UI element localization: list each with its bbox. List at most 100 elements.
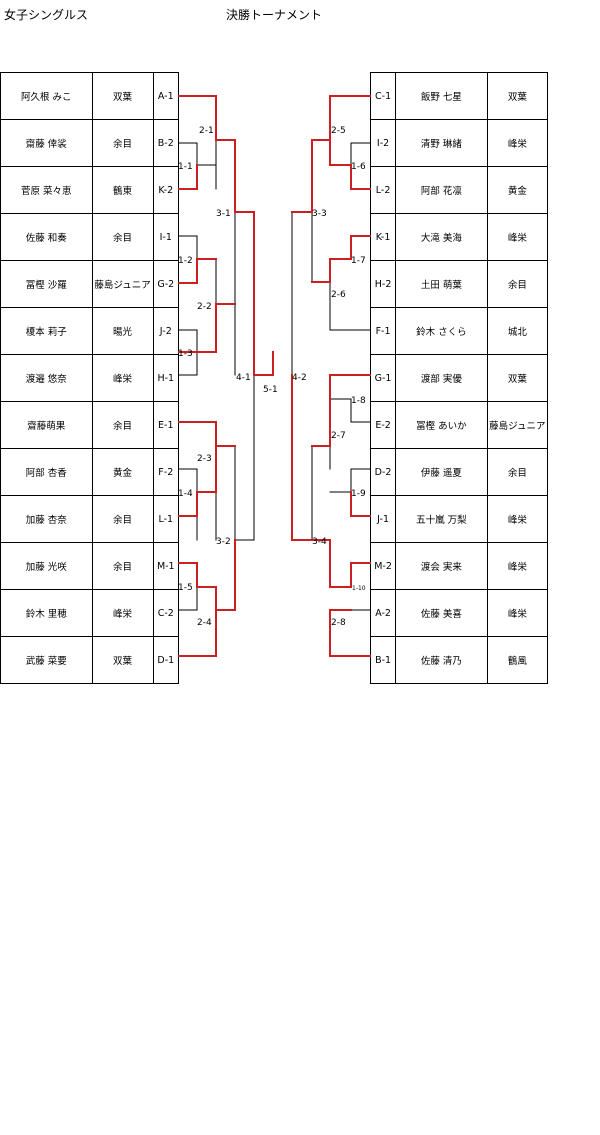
player-club: 峰栄 — [486, 589, 549, 637]
player-club: 余目 — [91, 401, 154, 449]
player-name: 渡邉 悠奈 — [0, 354, 93, 402]
match-label: 1-10 — [352, 585, 366, 592]
match-label: 1-6 — [351, 162, 366, 172]
player-seed: K-1 — [369, 213, 397, 261]
player-name: 齋藤萌果 — [0, 401, 93, 449]
player-name: 鈴木 里穂 — [0, 589, 93, 637]
player-club: 双葉 — [91, 636, 154, 684]
player-name: 加藤 光咲 — [0, 542, 93, 590]
player-club: 峰栄 — [486, 213, 549, 261]
player-name: 五十嵐 万梨 — [395, 495, 488, 543]
player-seed: M-1 — [152, 542, 180, 590]
player-name: 渡部 実優 — [395, 354, 488, 402]
player-seed: I-1 — [152, 213, 180, 261]
player-club: 鶴風 — [486, 636, 549, 684]
player-seed: L-1 — [152, 495, 180, 543]
match-label: 3-2 — [216, 537, 231, 547]
player-club: 双葉 — [486, 354, 549, 402]
player-club: 峰栄 — [486, 495, 549, 543]
player-seed: E-1 — [152, 401, 180, 449]
player-seed: M-2 — [369, 542, 397, 590]
match-label: 2-6 — [331, 290, 346, 300]
player-seed: G-1 — [369, 354, 397, 402]
player-club: 藤島ジュニア — [486, 401, 549, 449]
match-label: 4-2 — [292, 373, 307, 383]
match-label: 1-8 — [351, 396, 366, 406]
player-seed: D-1 — [152, 636, 180, 684]
match-label: 2-1 — [199, 126, 214, 136]
page-title-event: 女子シングルス — [4, 8, 89, 22]
player-club: 余目 — [486, 260, 549, 308]
match-label: 1-3 — [178, 349, 193, 359]
match-label: 3-4 — [312, 537, 327, 547]
match-label: 1-9 — [351, 489, 366, 499]
match-label: 4-1 — [236, 373, 251, 383]
player-club: 双葉 — [486, 72, 549, 120]
player-club: 双葉 — [91, 72, 154, 120]
match-label: 1-1 — [178, 162, 193, 172]
player-club: 鶴東 — [91, 166, 154, 214]
player-seed: B-2 — [152, 119, 180, 167]
match-label: 1-5 — [178, 583, 193, 593]
match-label: 3-3 — [312, 209, 327, 219]
player-name: 榎本 莉子 — [0, 307, 93, 355]
match-label: 2-8 — [331, 618, 346, 628]
player-name: 阿部 杏香 — [0, 448, 93, 496]
player-name: 阿久根 みこ — [0, 72, 93, 120]
player-seed: I-2 — [369, 119, 397, 167]
player-name: 伊藤 遥夏 — [395, 448, 488, 496]
player-club: 暘光 — [91, 307, 154, 355]
player-seed: A-2 — [369, 589, 397, 637]
tournament-bracket: 2-1 1-1 3-1 1-2 2-2 1-3 4-1 2-3 1-4 3-2 … — [178, 95, 371, 657]
page-title-stage: 決勝トーナメント — [226, 8, 323, 22]
player-seed: C-1 — [369, 72, 397, 120]
player-name: 阿部 花凛 — [395, 166, 488, 214]
player-name: 加藤 杏奈 — [0, 495, 93, 543]
player-seed: B-1 — [369, 636, 397, 684]
match-label: 1-2 — [178, 256, 193, 266]
player-seed: G-2 — [152, 260, 180, 308]
player-name: 佐藤 清乃 — [395, 636, 488, 684]
player-name: 武藤 菜要 — [0, 636, 93, 684]
match-label: 1-7 — [351, 256, 366, 266]
match-label: 3-1 — [216, 209, 231, 219]
player-club: 峰栄 — [91, 354, 154, 402]
player-club: 峰栄 — [91, 589, 154, 637]
player-seed: L-2 — [369, 166, 397, 214]
player-club: 城北 — [486, 307, 549, 355]
player-seed: C-2 — [152, 589, 180, 637]
player-seed: E-2 — [369, 401, 397, 449]
match-label: 1-4 — [178, 489, 193, 499]
player-seed: D-2 — [369, 448, 397, 496]
match-label: 2-2 — [197, 302, 212, 312]
player-seed: H-1 — [152, 354, 180, 402]
match-label: 2-3 — [197, 454, 212, 464]
player-seed: F-2 — [152, 448, 180, 496]
match-label: 2-4 — [197, 618, 212, 628]
player-seed: K-2 — [152, 166, 180, 214]
player-club: 黄金 — [91, 448, 154, 496]
match-label: 5-1 — [263, 385, 278, 395]
bracket-lines-winner — [178, 95, 371, 657]
